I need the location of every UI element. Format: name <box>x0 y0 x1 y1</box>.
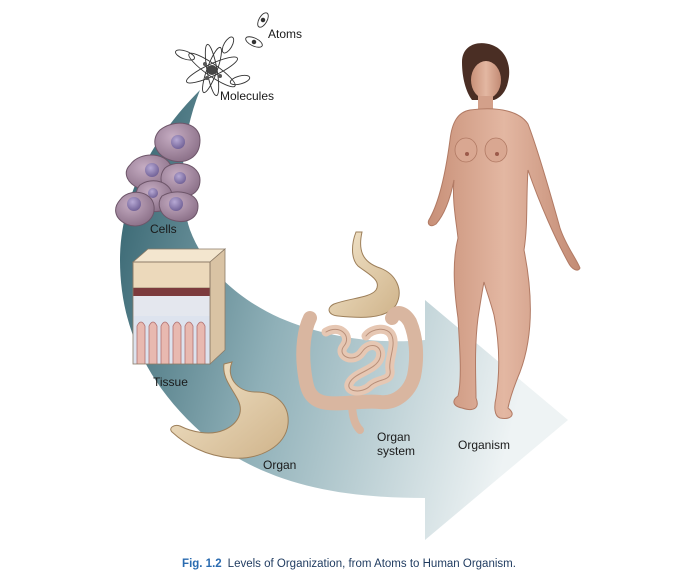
cells-illustration <box>115 122 201 227</box>
tissue-block-illustration <box>131 248 227 365</box>
label-organism: Organism <box>458 438 511 452</box>
label-cells: Cells <box>150 222 177 236</box>
figure-caption: Fig. 1.2 Levels of Organization, from Ato… <box>0 558 698 570</box>
label-tissue: Tissue <box>153 375 188 389</box>
figure-number: Fig. 1.2 <box>182 558 222 570</box>
label-molecules: Molecules <box>220 89 275 103</box>
digestive-system-illustration <box>296 231 424 434</box>
label-organ: Organ <box>263 458 297 472</box>
stomach-organ-illustration <box>170 361 289 459</box>
atom-icon <box>245 12 269 48</box>
label-atoms: Atoms <box>268 27 303 41</box>
molecule-cluster-icon <box>175 36 251 97</box>
label-organ-system: Organ system <box>377 430 416 458</box>
human-organism-illustration <box>427 43 581 419</box>
caption-text: Levels of Organization, from Atoms to Hu… <box>227 558 516 570</box>
